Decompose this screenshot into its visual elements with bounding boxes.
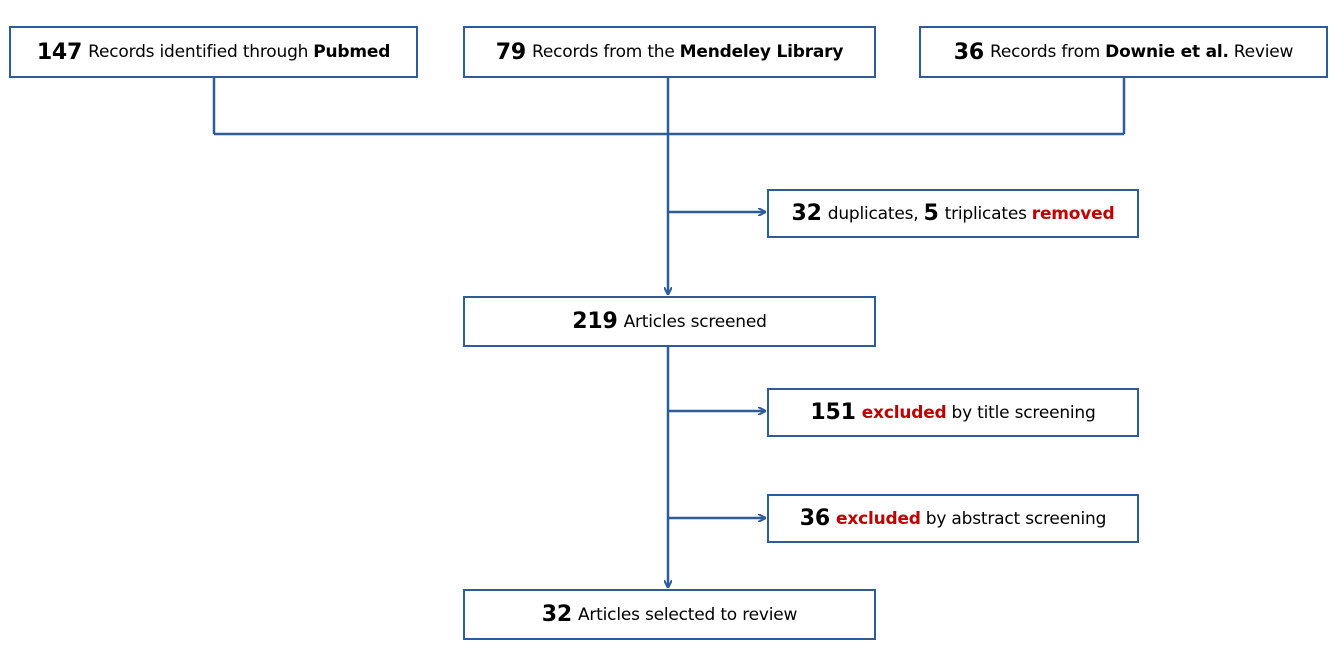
mendeley-source-name: Mendeley Library [679,42,844,62]
duplicates-count: 32 [791,201,822,226]
abstract-exclusion-box: 36 excluded by abstract screening [767,494,1139,543]
title-exclusion-box: 151 excluded by title screening [767,388,1139,437]
screened-text: Articles screened [623,311,767,332]
screened-count: 219 [572,309,618,334]
mendeley-count: 79 [495,39,526,65]
triplicates-text: triplicates [944,203,1027,224]
downie-suffix: Review [1233,42,1294,62]
screened-box: 219 Articles screened [463,296,876,347]
abstract-excluded-label: excluded [836,508,921,529]
selected-count: 32 [541,602,572,627]
pubmed-text: Records identified through [88,42,309,62]
downie-text: Records from [989,42,1101,62]
title-exclusion-count: 151 [810,400,856,425]
source-box-pubmed: 147 Records identified through Pubmed [9,26,418,78]
triplicates-count: 5 [923,201,939,226]
title-excluded-label: excluded [861,402,947,423]
pubmed-count: 147 [36,39,83,65]
title-exclusion-text: by title screening [951,402,1096,423]
mendeley-text: Records from the [531,42,675,62]
pubmed-source-name: Pubmed [313,42,391,62]
downie-source-name: Downie et al. [1105,42,1229,62]
abstract-exclusion-count: 36 [799,506,830,531]
source-box-downie: 36 Records from Downie et al. Review [919,26,1328,78]
downie-count: 36 [953,39,984,65]
duplicates-text: duplicates, [827,203,919,224]
source-box-mendeley: 79 Records from the Mendeley Library [463,26,876,78]
selected-text: Articles selected to review [577,604,798,625]
removed-label: removed [1031,203,1115,224]
dedup-box: 32 duplicates, 5 triplicates removed [767,189,1139,238]
abstract-exclusion-text: by abstract screening [925,508,1107,529]
selected-box: 32 Articles selected to review [463,589,876,640]
